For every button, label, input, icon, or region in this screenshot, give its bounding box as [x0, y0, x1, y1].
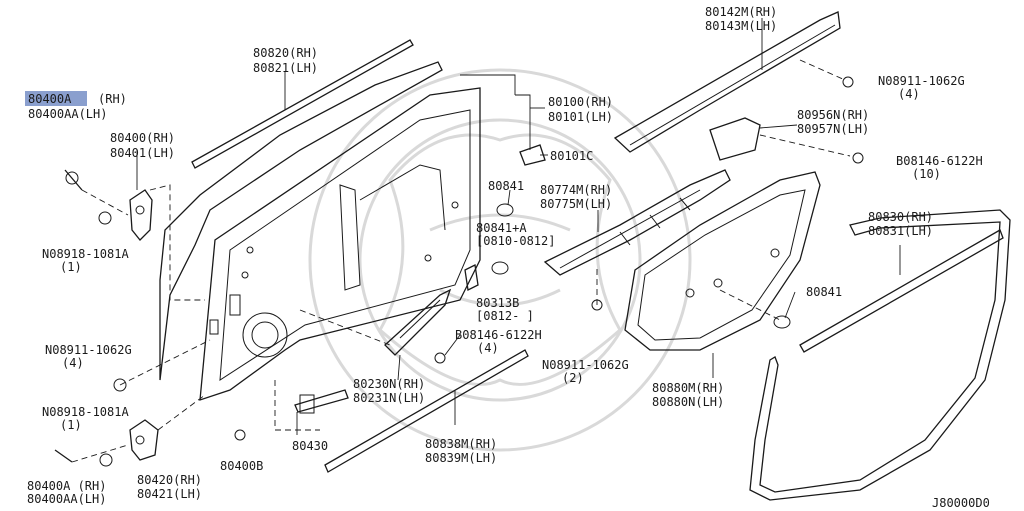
label-80841A: 80841+A [476, 221, 527, 235]
label-80775M-lh: 80775M(LH) [540, 197, 612, 211]
highlight-box [25, 91, 87, 106]
label-08911-left-qty: (4) [62, 356, 84, 370]
label-80841-top: 80841 [488, 179, 524, 193]
upper-hinge [64, 169, 205, 301]
plugs-80841 [491, 203, 791, 329]
label-80400-rh: 80400(RH) [110, 131, 175, 145]
label-08918-bottom: N08918-1081A [42, 405, 129, 419]
label-80880N-lh: 80880N(LH) [652, 395, 724, 409]
label-80841-right: 80841 [806, 285, 842, 299]
label-80420-rh: 80420(RH) [137, 473, 202, 487]
label-80831-lh: 80831(LH) [868, 224, 933, 238]
label-80230N-rh: 80230N(RH) [353, 377, 425, 391]
label-08146-mid-qty: (4) [477, 341, 499, 355]
part-80313B [464, 264, 479, 291]
label-08146-right: B08146-6122H [896, 154, 983, 168]
label-80839M-lh: 80839M(LH) [425, 451, 497, 465]
label-80143M-lh: 80143M(LH) [705, 19, 777, 33]
bracket-80956N [709, 117, 864, 164]
label-08911-right-qty: (4) [898, 87, 920, 101]
label-80400A-bottom: 80400A (RH) [27, 479, 106, 493]
label-80421-lh: 80421(LH) [137, 487, 202, 501]
regulator-80230N [299, 288, 452, 364]
weatherstrip-80830 [749, 209, 1011, 501]
label-08911-mid: N08911-1062G [542, 358, 629, 372]
label-80957N-lh: 80957N(LH) [797, 122, 869, 136]
rail-80774M [543, 169, 731, 311]
label-80820-rh: 80820(RH) [253, 46, 318, 60]
door-shell [159, 61, 481, 401]
label-08146-mid: B08146-6122H [455, 328, 542, 342]
label-08911-mid-qty: (2) [562, 371, 584, 385]
label-80400B: 80400B [220, 459, 263, 473]
label-80313B: 80313B [476, 296, 519, 310]
leader-lines [136, 18, 901, 435]
label-80100-rh: 80100(RH) [548, 95, 613, 109]
inner-seal-80880M [624, 171, 821, 351]
label-80821-lh: 80821(LH) [253, 61, 318, 75]
label-80101-lh: 80101(LH) [548, 110, 613, 124]
watermark-emblem [308, 68, 692, 452]
reinforcement-80142M [613, 11, 854, 153]
clip-80101C [519, 144, 546, 166]
label-80231N-lh: 80231N(LH) [353, 391, 425, 405]
label-80400AA-lh: 80400AA(LH) [28, 107, 107, 121]
label-80841A-date: [0810-0812] [476, 234, 555, 248]
label-80313B-date: [0812- ] [476, 309, 534, 323]
diagram-code: J80000D0 [932, 496, 990, 510]
label-80142M-rh: 80142M(RH) [705, 5, 777, 19]
label-80838M-rh: 80838M(RH) [425, 437, 497, 451]
label-80400A-rh: 80400A [28, 92, 72, 106]
label-80400A-rh-side: (RH) [98, 92, 127, 106]
label-08146-right-qty: (10) [912, 167, 941, 181]
label-80101C: 80101C [550, 149, 593, 163]
label-08911-right: N08911-1062G [878, 74, 965, 88]
label-80401-lh: 80401(LH) [110, 146, 175, 160]
label-80430: 80430 [292, 439, 328, 453]
label-80880M-rh: 80880M(RH) [652, 381, 724, 395]
belt-strip-80820 [191, 39, 414, 169]
label-08918-bottom-qty: (1) [60, 418, 82, 432]
label-80400AA-bottom: 80400AA(LH) [27, 492, 106, 506]
lower-strip-80838M [324, 349, 529, 473]
label-80774M-rh: 80774M(RH) [540, 183, 612, 197]
label-80956N-rh: 80956N(RH) [797, 108, 869, 122]
labels: 80400A (RH) 80400AA(LH) 80400(RH) 80401(… [27, 5, 990, 510]
door-check-80430 [234, 380, 349, 441]
label-08918-top: N08918-1081A [42, 247, 129, 261]
lower-hinge [54, 339, 211, 467]
label-08911-left: N08911-1062G [45, 343, 132, 357]
label-80830-rh: 80830(RH) [868, 210, 933, 224]
label-08918-top-qty: (1) [60, 260, 82, 274]
